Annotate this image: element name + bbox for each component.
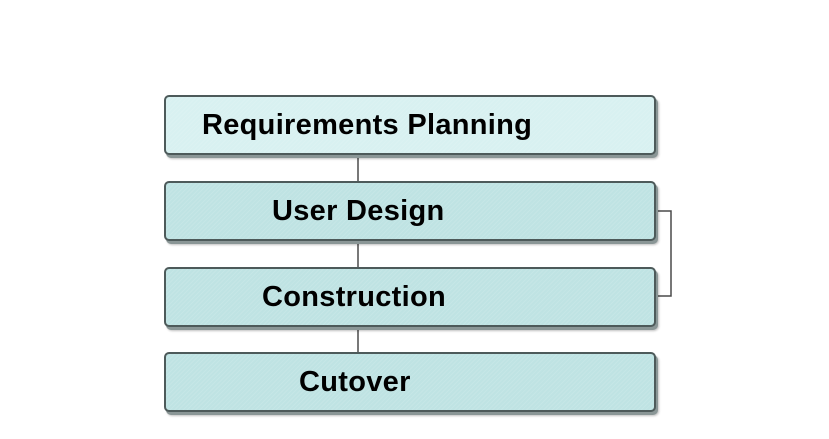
phase-label: Cutover xyxy=(299,365,411,398)
phase-box-requirements-planning: Requirements Planning xyxy=(164,95,656,155)
phase-box-user-design: User Design xyxy=(164,181,656,241)
iteration-loop-connector xyxy=(658,210,672,297)
phase-label: Construction xyxy=(262,280,447,313)
phase-label: Requirements Planning xyxy=(202,108,533,141)
phase-box-cutover: Cutover xyxy=(164,352,656,412)
phase-box-construction: Construction xyxy=(164,267,656,327)
phase-label: User Design xyxy=(272,194,445,227)
